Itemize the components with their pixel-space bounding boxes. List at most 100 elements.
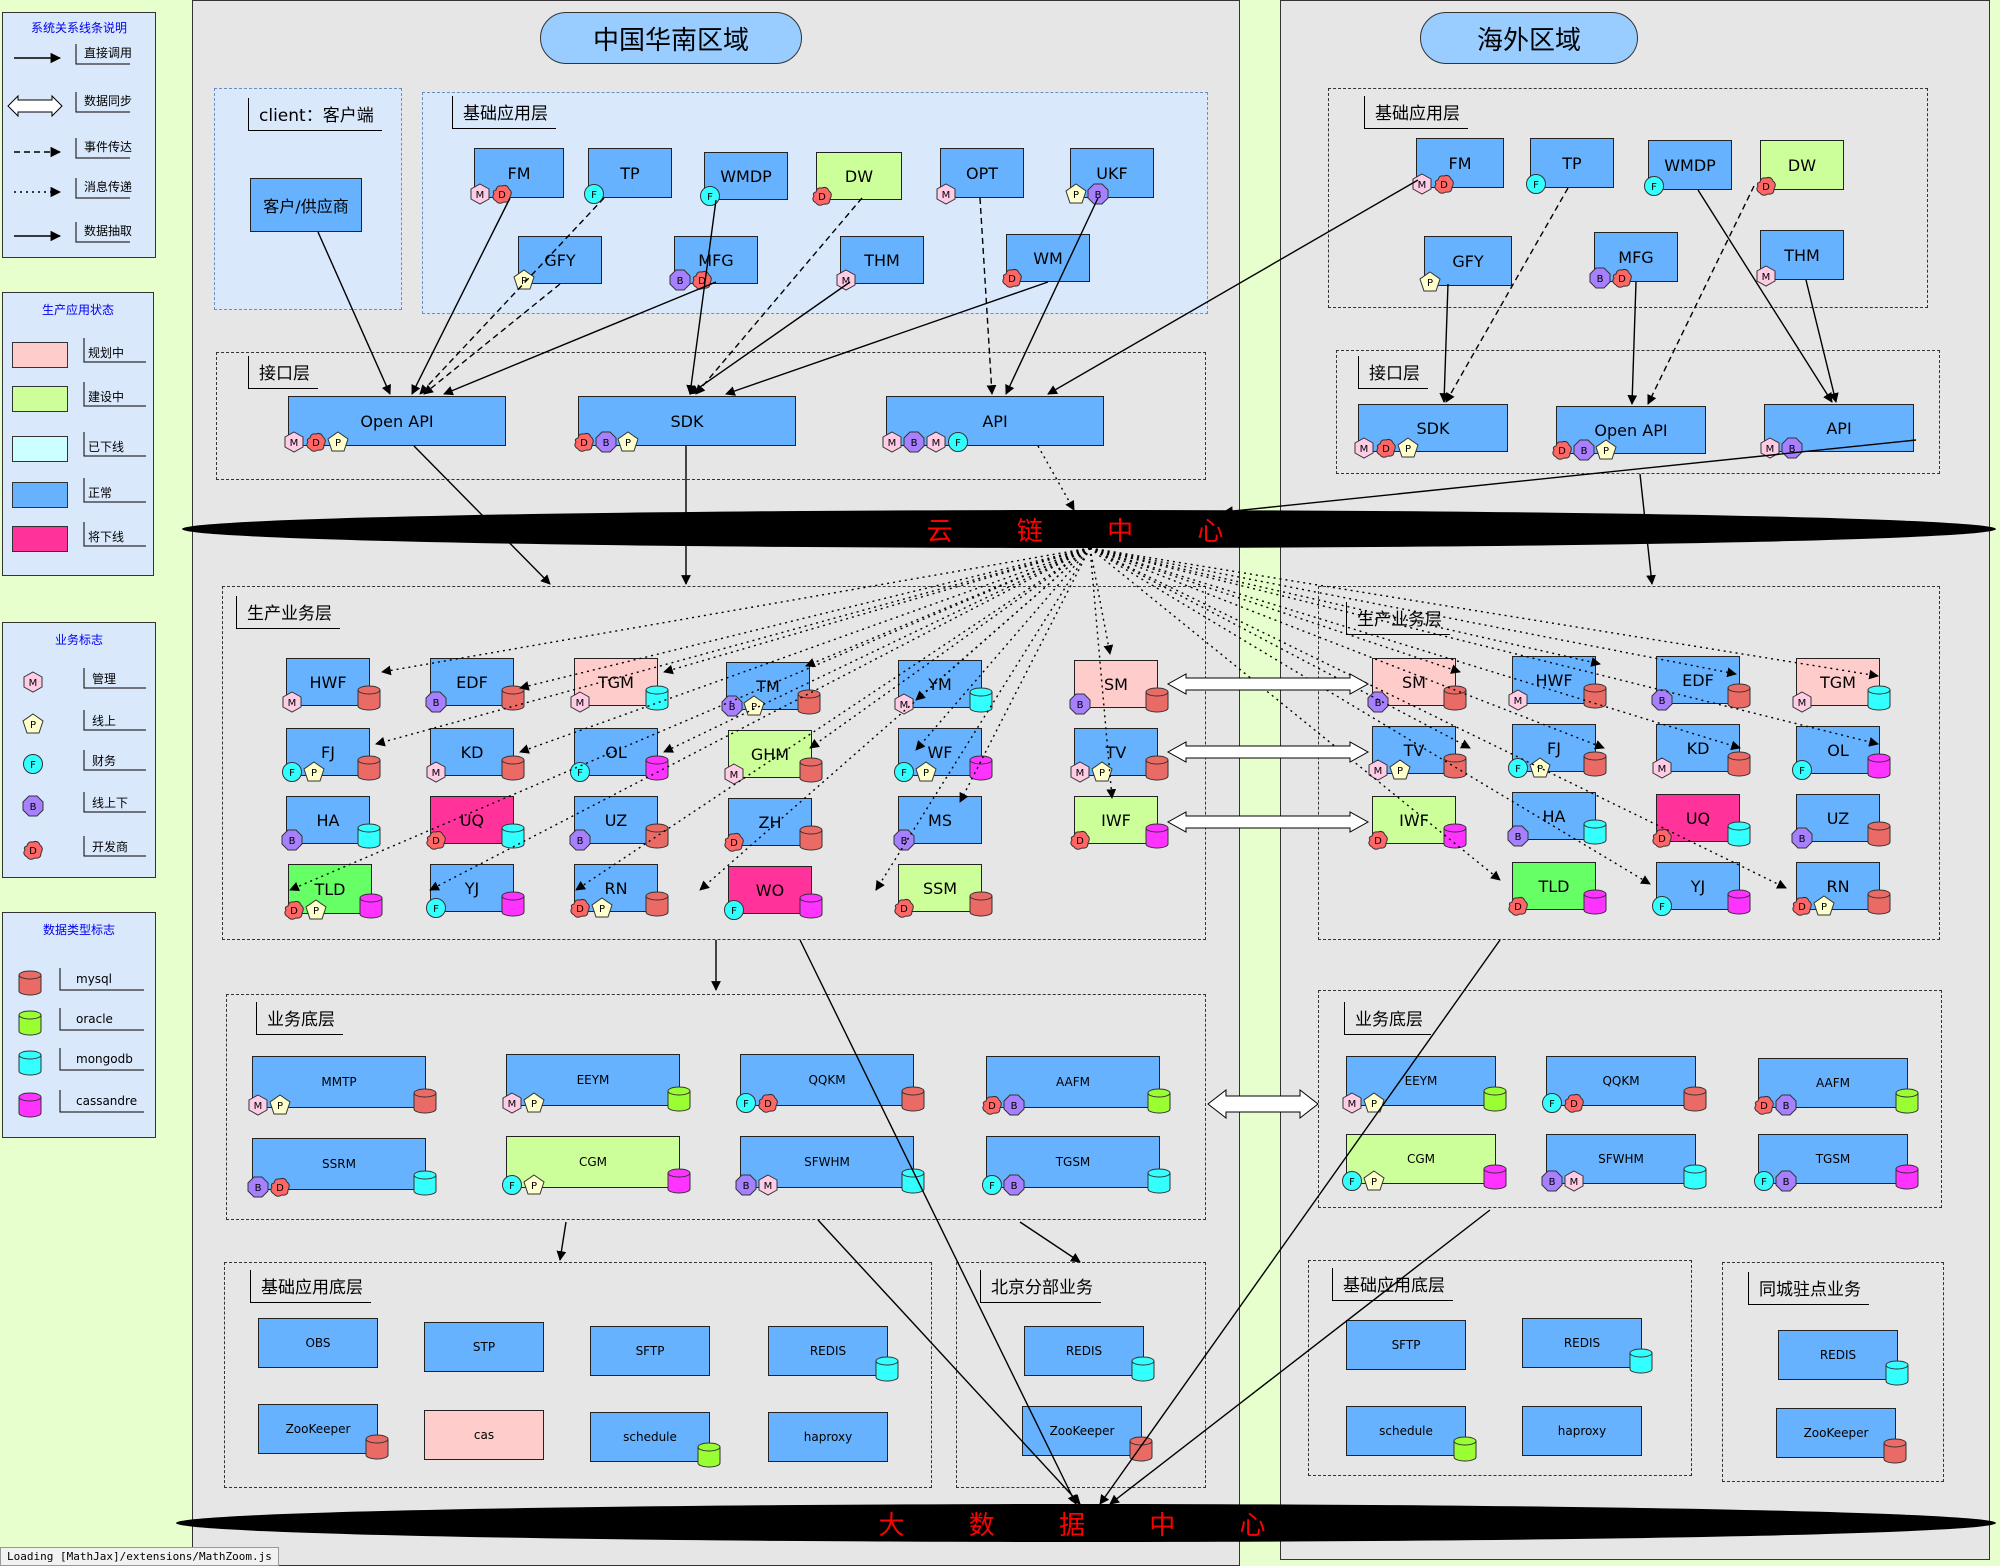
node-s-obs[interactable]: OBS — [258, 1318, 378, 1368]
node-o-sftp[interactable]: SFTP — [1346, 1320, 1466, 1370]
node-client-node[interactable]: 客户/供应商 — [250, 178, 362, 232]
node-s-redis[interactable]: REDIS — [768, 1326, 899, 1382]
svg-text:P: P — [531, 1181, 537, 1192]
node-s-stp[interactable]: STP — [424, 1322, 544, 1372]
node-o-redis[interactable]: REDIS — [1522, 1318, 1653, 1374]
node-l-redis[interactable]: REDIS — [1778, 1330, 1909, 1386]
node-label: QQKM — [808, 1073, 846, 1087]
node-s-cas[interactable]: cas — [424, 1410, 544, 1460]
node-o-schedule[interactable]: schedule — [1346, 1406, 1477, 1462]
node-l-zookeeper[interactable]: ZooKeeper — [1776, 1408, 1907, 1464]
node-o-haproxy[interactable]: haproxy — [1522, 1406, 1642, 1456]
node-s-haproxy[interactable]: haproxy — [768, 1412, 888, 1462]
node-s-zookeeper[interactable]: ZooKeeper — [258, 1404, 389, 1460]
node-bj-redis[interactable]: REDIS — [1024, 1326, 1155, 1382]
node-s-schedule[interactable]: schedule — [590, 1412, 721, 1468]
node-s-sftp[interactable]: SFTP — [590, 1326, 710, 1376]
svg-text:D: D — [576, 904, 584, 915]
node-bj-zookeeper[interactable]: ZooKeeper — [1022, 1406, 1153, 1462]
group-s-interface-label: 接口层 — [248, 356, 318, 389]
svg-text:D: D — [1618, 274, 1626, 285]
